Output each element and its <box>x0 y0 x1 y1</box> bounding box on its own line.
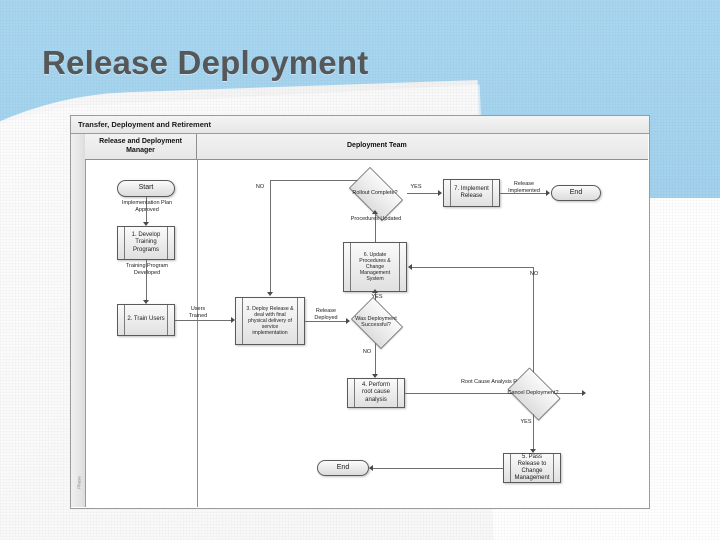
connector-rca-to-cancel <box>405 393 583 394</box>
arrowhead-procedures-updated <box>372 210 378 214</box>
connector-update-to-rollout <box>375 213 376 243</box>
swimlane-header-release-and-deployment-manager: Release and Deployment Manager <box>85 134 197 160</box>
edge-label-yes-update: YES <box>371 294 383 300</box>
page-title: Release Deployment <box>42 44 369 81</box>
node-cancel-deployment[interactable]: Cancel Deployment? <box>503 367 563 421</box>
connector-rollout-no-horizontal <box>270 180 375 181</box>
diagram-header: Transfer, Deployment and Retirement <box>71 116 649 134</box>
node-implement-release[interactable]: 7. Implement Release <box>443 179 500 207</box>
node-start[interactable]: Start <box>117 180 175 197</box>
arrowhead-release-deployed <box>346 318 350 324</box>
node-pass-release-to-change-management[interactable]: 5. Pass Release to Change Management <box>503 453 561 483</box>
arrowhead-successful-no <box>372 374 378 378</box>
edge-label-no-rollout: NO <box>255 184 265 190</box>
node-rollout-complete[interactable]: Rollout Complete? <box>343 167 407 221</box>
connector-implement-to-end <box>500 193 547 194</box>
arrowhead-rollout-no <box>267 292 273 296</box>
edge-label-release-deployed: Release Deployed <box>314 308 338 321</box>
node-was-deployment-successful[interactable]: Was Deployment Successful? <box>347 297 405 349</box>
swimlane-header-deployment-team: Deployment Team <box>197 134 648 160</box>
arrowhead-rca-performed <box>582 390 586 396</box>
edge-label-yes-cancel: YES <box>520 419 532 425</box>
arrowhead-pass-release-to-end <box>369 465 373 471</box>
node-perform-root-cause-analysis[interactable]: 4. Perform root cause analysis <box>347 378 405 408</box>
connector-rollout-yes <box>407 193 439 194</box>
flowchart-diagram: Transfer, Deployment and Retirement Phas… <box>70 115 650 509</box>
edge-label-release-implemented: Release Implemented <box>508 181 540 194</box>
arrowhead-start-to-develop <box>143 222 149 226</box>
node-update-procedures[interactable]: 6. Update Procedures & Change Management… <box>343 242 407 292</box>
arrowhead-successful-yes <box>372 289 378 293</box>
connector-deploy-to-successful <box>305 321 347 322</box>
node-rollout-complete-label: Rollout Complete? <box>352 189 398 196</box>
phase-margin-band: Phase <box>71 134 86 507</box>
arrowhead-users-trained <box>231 317 235 323</box>
connector-cancel-no-vertical <box>533 267 534 383</box>
connector-successful-no <box>375 343 376 375</box>
edge-label-training-program-developed: Training Program Developed <box>125 263 169 276</box>
node-train-users[interactable]: 2. Train Users <box>117 304 175 336</box>
node-end-top[interactable]: End <box>551 185 601 201</box>
edge-label-implementation-plan-approved: Implementation Plan Approved <box>121 200 173 213</box>
connector-pass-release-to-end <box>372 468 503 469</box>
node-end-bottom[interactable]: End <box>317 460 369 476</box>
edge-label-users-trained: Users Trained <box>188 306 208 319</box>
node-deploy-release[interactable]: 3. Deploy Release & deal with final phys… <box>235 297 305 345</box>
swimlane-divider <box>197 160 198 507</box>
edge-label-no-successful: NO <box>362 349 372 355</box>
edge-label-procedures-updated: Procedures Updated <box>350 216 402 222</box>
edge-label-yes-rollout: YES <box>410 184 422 190</box>
arrowhead-rollout-yes <box>438 190 442 196</box>
node-develop-training-programs[interactable]: 1. Develop Training Programs <box>117 226 175 260</box>
edge-label-no-cancel: NO <box>529 271 539 277</box>
flowchart-canvas: Start Implementation Plan Approved 1. De… <box>85 160 648 507</box>
connector-train-users-to-deploy <box>175 320 232 321</box>
connector-cancel-no-horizontal <box>412 267 534 268</box>
node-was-deployment-successful-label: Was Deployment Successful? <box>355 315 397 328</box>
arrowhead-cancel-no <box>408 264 412 270</box>
connector-develop-to-train <box>146 260 147 301</box>
arrowhead-release-implemented <box>546 190 550 196</box>
connector-start-to-develop <box>146 197 147 223</box>
phase-label: Phase <box>76 476 82 489</box>
arrowhead-develop-to-train <box>143 300 149 304</box>
connector-cancel-yes <box>533 414 534 450</box>
edge-label-root-cause-analysis-performed: Root Cause Analysis Performed <box>461 379 539 385</box>
arrowhead-cancel-yes <box>530 449 536 453</box>
connector-rollout-no-vertical <box>270 180 271 293</box>
node-cancel-deployment-label: Cancel Deployment? <box>507 389 559 396</box>
